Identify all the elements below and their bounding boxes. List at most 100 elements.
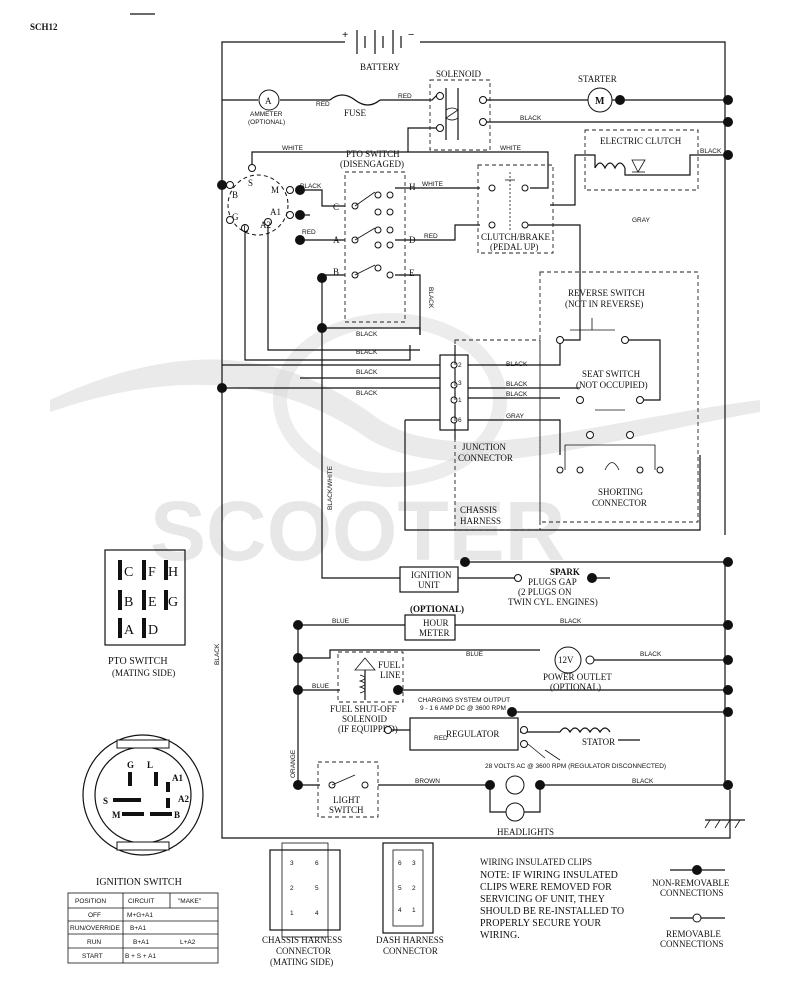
ign-face-a1: A1 [172,773,183,783]
pto-switch-schematic: C H A D B E PTO SWITCH (DISENGAGED) [333,149,416,323]
spark-label-4: TWIN CYL. ENGINES) [508,597,598,607]
wire-red-4: RED [424,233,438,240]
clutch-brake-label: CLUTCH/BRAKE [481,232,551,242]
ignition-unit-label-2: UNIT [418,580,440,590]
chassis-connector-title: CHASSIS HARNESS [262,935,342,945]
ign-face-g: G [127,760,134,770]
headlights-label: HEADLIGHTS [497,827,554,837]
solenoid: SOLENOID [429,69,491,151]
ignition-unit: IGNITION UNIT SPARK PLUGS GAP (2 PLUGS O… [399,566,598,607]
watermark: SCOOTER [50,313,760,578]
dash-pin-6: 6 [398,860,402,867]
spark-label: SPARK [550,567,580,577]
wire-white-1: WHITE [282,145,304,152]
wire-black-4: BLACK [356,331,378,338]
wire-black-7: BLACK [356,390,378,397]
ign-table-row-off-pos: OFF [88,912,101,919]
junction-label-2: CONNECTOR [458,453,513,463]
wire-red-1: RED [316,101,330,108]
hour-meter-label: HOUR [423,618,449,628]
dash-harness-connector: 6 3 5 2 4 1 DASH HARNESS CONNECTOR [376,842,444,956]
ign-term-l: L [243,224,249,234]
pto-cell-b: B [124,595,133,610]
charging-label-2: 9 - 1 6 AMP DC @ 3600 RPM [420,705,506,712]
wire-black-12: BLACK [640,651,662,658]
ignition-switch-title: IGNITION SWITCH [96,877,182,888]
wire-black-1: BLACK [520,115,542,122]
wire-black-3: BLACK [300,183,322,190]
pto-cell-f: F [148,565,156,580]
legend-nonremovable-2: CONNECTIONS [660,888,724,898]
wire-black-11: BLACK [560,618,582,625]
wire-black-13: BLACK [632,778,654,785]
hour-meter: (OPTIONAL) HOUR METER [404,604,464,641]
note-line-5: SHOULD BE RE-INSTALLED TO [480,906,624,917]
ign-table-row-run-circuit: B+A1 [133,939,149,946]
seat-switch-label: SEAT SWITCH [582,369,641,379]
pto-cell-h: H [168,565,178,580]
fuel-line-label: FUEL [378,660,401,670]
diagram-code: SCH12 [30,22,58,32]
dash-pin-1: 1 [412,907,416,914]
chassis-pin-2: 2 [290,885,294,892]
junction-label: JUNCTION [462,442,506,452]
connection-legend: NON-REMOVABLE CONNECTIONS REMOVABLE CONN… [652,865,730,949]
pto-term-d: D [409,235,416,245]
chassis-pin-5: 5 [315,885,319,892]
wire-gray-2: GRAY [506,413,525,420]
regulator-label: REGULATOR [446,729,499,739]
header-scrap [30,6,115,14]
dash-pin-3: 3 [412,860,416,867]
headlights: HEADLIGHTS [497,775,554,837]
note-line-7: WIRING. [480,930,520,941]
wire-black-2: BLACK [700,148,722,155]
wire-black-white: BLACK/WHITE [327,465,334,510]
chassis-harness-connector: 3 6 2 5 1 4 CHASSIS HARNESS CONNECTOR (M… [262,842,342,967]
reverse-switch-label: REVERSE SWITCH [568,288,645,298]
power-outlet-volt: 12V [558,655,574,665]
wire-blue-2: BLUE [466,651,484,658]
hour-meter-optional: (OPTIONAL) [410,604,464,614]
ign-table-row-off-circuit: M+G+A1 [127,912,153,919]
chassis-connector-title-3: (MATING SIDE) [270,957,333,967]
wire-orange: ORANGE [290,749,297,778]
fuse-label: FUSE [344,108,367,118]
dash-connector-title-2: CONNECTOR [383,946,438,956]
ignition-table: POSITION CIRCUIT "MAKE" OFF M+G+A1 RUN/O… [67,892,219,964]
ign-term-g: G [232,212,239,222]
legend-removable-2: CONNECTIONS [660,939,724,949]
chassis-pin-1: 1 [290,910,294,917]
dash-pin-2: 2 [412,885,416,892]
light-switch-label-2: SWITCH [329,805,364,815]
ign-term-a1: A1 [270,207,281,217]
junction-connector: 2 3 1 6 JUNCTION CONNECTOR CHASSIS HARNE… [439,339,541,531]
starter-label: STARTER [578,74,617,84]
wire-white-3: WHITE [422,181,444,188]
chassis-pin-4: 4 [315,910,319,917]
pto-term-a: A [333,235,340,245]
ammeter-optional: (OPTIONAL) [248,119,285,126]
ign-face-m: M [112,810,121,820]
ign-term-b: B [232,190,238,200]
pto-switch-label: PTO SWITCH [346,149,400,159]
ign-table-row-override-pos: RUN/OVERRIDE [70,925,121,932]
spark-label-2: PLUGS GAP [528,577,577,587]
pto-term-c: C [333,202,339,212]
clutch-brake: CLUTCH/BRAKE (PEDAL UP) [477,164,554,254]
dash-pin-4: 4 [398,907,402,914]
chassis-pin-6: 6 [315,860,319,867]
junction-pin-3: 3 [458,380,462,387]
shorting-label-2: CONNECTOR [592,498,647,508]
shorting-label: SHORTING [598,487,643,497]
power-outlet-optional: (OPTIONAL) [550,682,601,692]
wiring-notes: WIRING INSULATED CLIPS NOTE: IF WIRING I… [480,857,624,941]
ign-table-header-position: POSITION [75,898,106,905]
wire-gray-1: GRAY [632,217,651,224]
charging-label: CHARGING SYSTEM OUTPUT [418,697,510,704]
ign-table-row-start-circuit: B + S + A1 [125,953,156,960]
seat-switch-state: (NOT OCCUPIED) [576,380,648,390]
pto-cell-e: E [148,595,157,610]
ac-note: 28 VOLTS AC @ 3600 RPM (REGULATOR DISCON… [485,763,666,770]
pto-term-e: E [409,268,415,278]
